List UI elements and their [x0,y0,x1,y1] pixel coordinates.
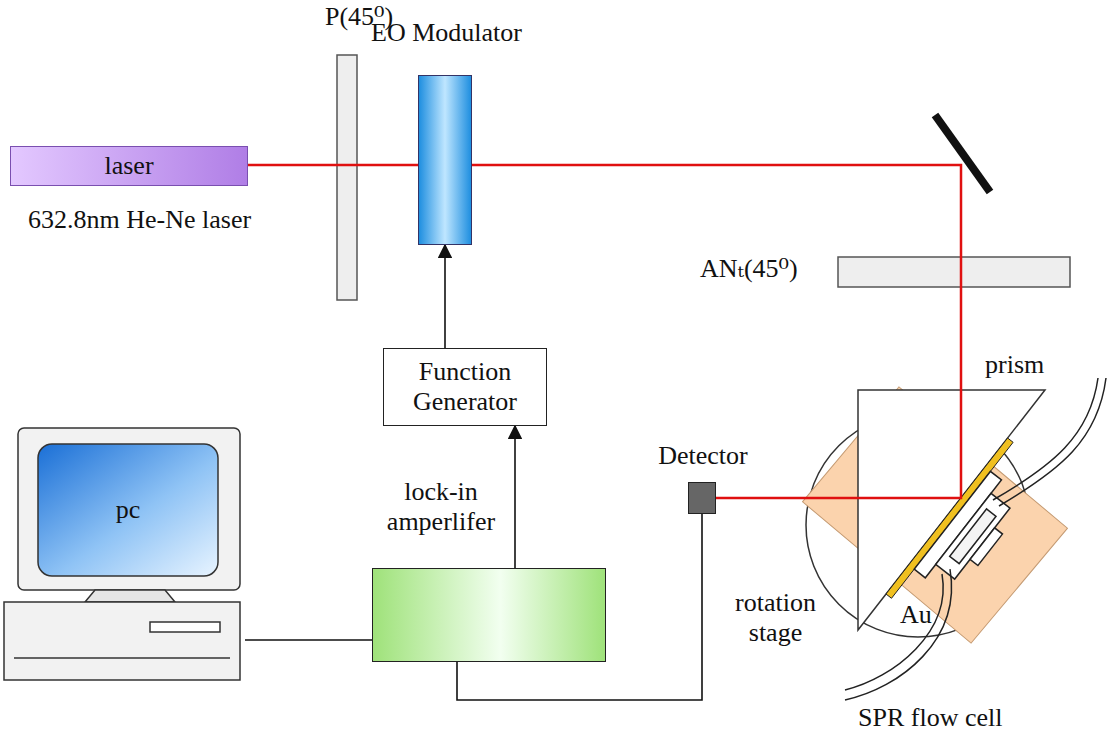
gold-film [886,438,1013,598]
tube [993,378,1098,500]
polarizer-label: P(45⁰) [325,2,393,32]
gold-label: Au [900,600,932,630]
tube [845,569,952,700]
node-text: EO Modulator [371,18,521,48]
eo-modulator: EO Modulator [418,75,472,245]
computer-node: pc [0,428,245,682]
node-text: laser [98,151,159,181]
signal-line [514,426,516,568]
prism-label: prism [985,350,1044,380]
signal-line [444,245,446,348]
analyzer-plate [838,257,1070,287]
laser-caption: 632.8nm He-Ne laser [28,205,251,235]
polarizer-plate [337,55,357,300]
detector-box: Detector [688,482,716,514]
tube [845,574,943,690]
laser-beam [248,165,961,498]
function-generator: Function Generator [383,348,547,426]
analyzer-label: ANₜ(45⁰) [700,254,798,284]
signal-line [245,639,372,641]
node-text: lock-in amperlifer [379,477,503,537]
node-text: Function Generator [384,357,546,417]
stage-plate [803,387,1068,643]
flow-cell [914,471,1028,598]
lock-in-amplifier: lock-in amperlifer [372,568,606,662]
mirror [935,115,990,192]
laser-box: laser [10,146,248,186]
stage-label: rotation stage [718,588,833,648]
node-text: Detector [647,441,759,471]
node-text: pc [38,444,218,576]
computer [4,428,240,680]
flow-cell-label: SPR flow cell [858,703,1002,733]
